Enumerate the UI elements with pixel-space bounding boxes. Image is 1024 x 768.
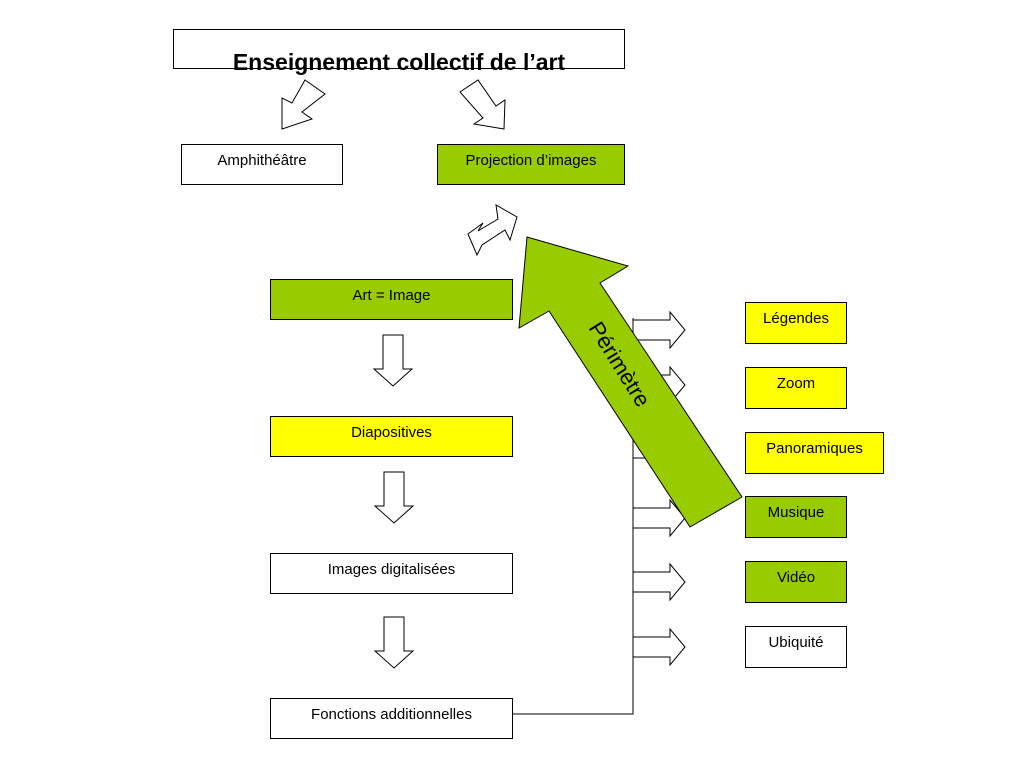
arrow-images-to-fonctions: [373, 616, 415, 669]
arrow-title-to-amphitheatre: [281, 79, 326, 130]
box-art-image: Art = Image: [270, 279, 513, 320]
perimetre-big-arrow: [518, 236, 743, 528]
arrow-art-to-diapositives: [372, 334, 414, 387]
feature-arrow-musique: [632, 498, 686, 538]
feature-ubiquite: Ubiquité: [745, 626, 847, 668]
feature-musique: Musique: [745, 496, 847, 538]
feature-arrow-legendes: [632, 310, 686, 350]
feature-legendes: Légendes: [745, 302, 847, 344]
feature-panoramiques: Panoramiques: [745, 432, 884, 474]
diagram-title: Enseignement collectif de l’art: [232, 49, 566, 75]
title-frame: [173, 29, 625, 69]
feature-zoom: Zoom: [745, 367, 847, 409]
arrow-diapositives-to-images: [373, 471, 415, 524]
feature-arrow-video: [632, 562, 686, 602]
arrow-title-to-projection: [459, 79, 506, 130]
feature-arrow-ubiquite: [632, 627, 686, 667]
box-fonctions-additionnelles: Fonctions additionnelles: [270, 698, 513, 739]
double-arrow-projection: [467, 204, 518, 257]
box-images-digitalisees: Images digitalisées: [270, 553, 513, 594]
box-diapositives: Diapositives: [270, 416, 513, 457]
feature-video: Vidéo: [745, 561, 847, 603]
box-projection: Projection d’images: [437, 144, 625, 185]
box-amphitheatre: Amphithéâtre: [181, 144, 343, 185]
